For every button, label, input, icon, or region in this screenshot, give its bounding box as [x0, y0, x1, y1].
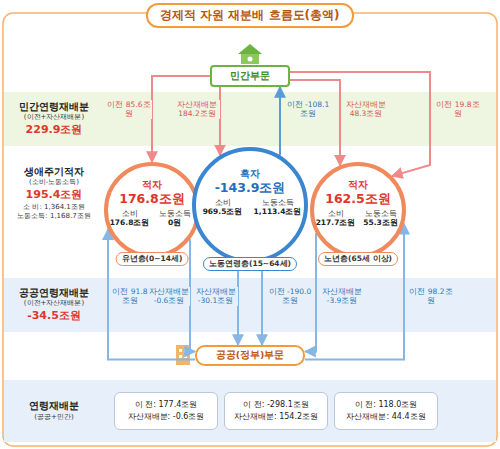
value-row: 소비969.5조원노동소득1,113.4조원 [196, 198, 304, 218]
flow-label: 자산재배분 -3.9조원 [319, 287, 365, 306]
summary-box: 이 전: 118.0조원자산재배분: 44.4조원 [334, 392, 438, 430]
box-text: 이 전: 177.4조원 [135, 399, 198, 411]
box-text: 이 전: 118.0조원 [355, 399, 418, 411]
item-tag: 노동소득 [262, 198, 294, 208]
item-value: 969.5조원 [203, 207, 243, 217]
summary-text: 생애주기적자 [24, 166, 84, 178]
balance-heading: 적자 [142, 179, 162, 191]
band-heading: 연령재배분(공공+민간) [4, 380, 104, 442]
diagram-title: 경제적 자원 재분배 흐름도(총액) [146, 3, 354, 28]
sector-box: 공공(정부)부문 [195, 345, 305, 366]
flow-arrow [237, 271, 239, 345]
summary-box: 이 전: 177.4조원자산재배분: -0.6조원 [114, 392, 218, 430]
band-text: -34.5조원 [27, 308, 81, 323]
box-text: 자산재배분: 154.2조원 [234, 411, 318, 423]
item-tag: 소비 [215, 198, 231, 208]
value-column: 소비217.7조원 [314, 209, 357, 229]
age-group-circle: 노년층(65세 이상)적자162.5조원소비217.7조원노동소득55.3조원 [310, 162, 406, 258]
redistribution-band: 민간연령재배분(이전+자산재배분)229.9조원 [4, 92, 496, 146]
building-window [184, 355, 187, 358]
value-column: 노동소득55.3조원 [359, 209, 402, 229]
item-value: 55.3조원 [363, 218, 398, 228]
balance-amount: -143.9조원 [215, 180, 286, 196]
box-text: 자산재배분: -0.6조원 [128, 411, 205, 423]
item-value: 217.7조원 [316, 218, 356, 228]
house-heart [248, 57, 253, 62]
value-column: 소비969.5조원 [196, 198, 249, 218]
flow-arrow [219, 87, 221, 155]
building-icon [176, 345, 190, 365]
building-window [184, 349, 187, 352]
flow-label: 이전 98.2조원 [407, 287, 455, 306]
house-icon [238, 44, 262, 64]
house-roof [238, 44, 262, 54]
circle-content: 적자176.8조원소비176.8조원노동소득0원 [108, 179, 196, 228]
box-text: 이 전: -298.1조원 [243, 399, 309, 411]
summary-text: 195.4조원 [26, 187, 83, 202]
balance-heading: 흑자 [240, 168, 260, 180]
age-group-pill: 유년층(0~14세) [116, 252, 189, 266]
circle-content: 흑자-143.9조원소비969.5조원노동소득1,113.4조원 [196, 168, 304, 217]
flow-label: 자산재배분 -30.1조원 [193, 287, 238, 306]
item-tag: 소비 [328, 209, 344, 219]
value-row: 소비217.7조원노동소득55.3조원 [314, 209, 402, 229]
item-value: 0원 [168, 218, 181, 228]
band-text: (이전+자산재배분) [24, 299, 84, 308]
balance-heading: 적자 [348, 179, 368, 191]
flow-label: 이전 91.8조원 [111, 287, 149, 306]
value-column: 노동소득0원 [153, 209, 196, 229]
box-text: 자산재배분: 44.4조원 [346, 411, 425, 423]
flow-label: 이전 19.8조원 [434, 100, 482, 119]
value-column: 노동소득1,113.4조원 [251, 198, 304, 218]
box-text: 공공(정부)부문 [216, 349, 285, 362]
age-group-pill: 노동연령층(15~64세) [203, 257, 297, 271]
band-text: 229.9조원 [26, 122, 83, 137]
summary-text: 소 비: 1,364.1조원 [23, 203, 85, 212]
circle-content: 적자162.5조원소비217.7조원노동소득55.3조원 [314, 179, 402, 228]
building-body [176, 345, 190, 365]
age-group-pill: 노년층(65세 이상) [318, 252, 398, 266]
flow-label: 이전 85.6조원 [106, 100, 152, 119]
flow-label: 이전 -108.1조원 [283, 100, 333, 119]
summary-text: (소비-노동소득) [29, 178, 79, 187]
flow-label: 자산재배분 -0.6조원 [148, 287, 190, 306]
band-text: 민간연령재배분 [19, 101, 89, 113]
redistribution-band: 연령재배분(공공+민간)이 전: 177.4조원자산재배분: -0.6조원이 전… [4, 380, 496, 442]
value-column: 소비176.8조원 [108, 209, 151, 229]
box-text: 민간부문 [230, 69, 270, 83]
lifecycle-summary: 생애주기적자(소비-노동소득)195.4조원소 비: 1,364.1조원노동소득… [4, 166, 104, 222]
flow-label: 자산재배분 48.3조원 [343, 100, 389, 119]
band-heading: 공공연령재배분(이전+자산재배분)-34.5조원 [4, 278, 104, 332]
building-window [179, 355, 182, 358]
outer-frame [3, 13, 497, 446]
building-window [179, 349, 182, 352]
band-text: (이전+자산재배분) [24, 113, 84, 122]
flow-arrow [261, 271, 263, 345]
item-value: 176.8조원 [110, 218, 150, 228]
flow-label: 이전 -190.0조원 [265, 287, 315, 306]
flow-label: 자산재배분 184.2조원 [174, 100, 220, 119]
sector-box: 민간부문 [210, 65, 290, 87]
item-tag: 노동소득 [365, 209, 397, 219]
band-text: 연령재배분 [29, 400, 79, 412]
band-text: 공공연령재배분 [19, 287, 89, 299]
item-value: 1,113.4조원 [254, 207, 302, 217]
house-body [241, 54, 259, 64]
value-row: 소비176.8조원노동소득0원 [108, 209, 196, 229]
item-tag: 소비 [122, 209, 138, 219]
band-text: (공공+민간) [34, 413, 73, 422]
flow-arrow [279, 87, 281, 155]
band-heading: 민간연령재배분(이전+자산재배분)229.9조원 [4, 92, 104, 146]
balance-amount: 162.5조원 [325, 191, 391, 207]
summary-box: 이 전: -298.1조원자산재배분: 154.2조원 [224, 392, 328, 430]
summary-text: 노동소득: 1,168.7조원 [17, 212, 90, 221]
balance-amount: 176.8조원 [119, 191, 185, 207]
age-group-circle: 유년층(0~14세)적자176.8조원소비176.8조원노동소득0원 [104, 162, 200, 258]
age-group-circle: 노동연령층(15~64세)흑자-143.9조원소비969.5조원노동소득1,11… [192, 147, 308, 263]
item-tag: 노동소득 [159, 209, 191, 219]
